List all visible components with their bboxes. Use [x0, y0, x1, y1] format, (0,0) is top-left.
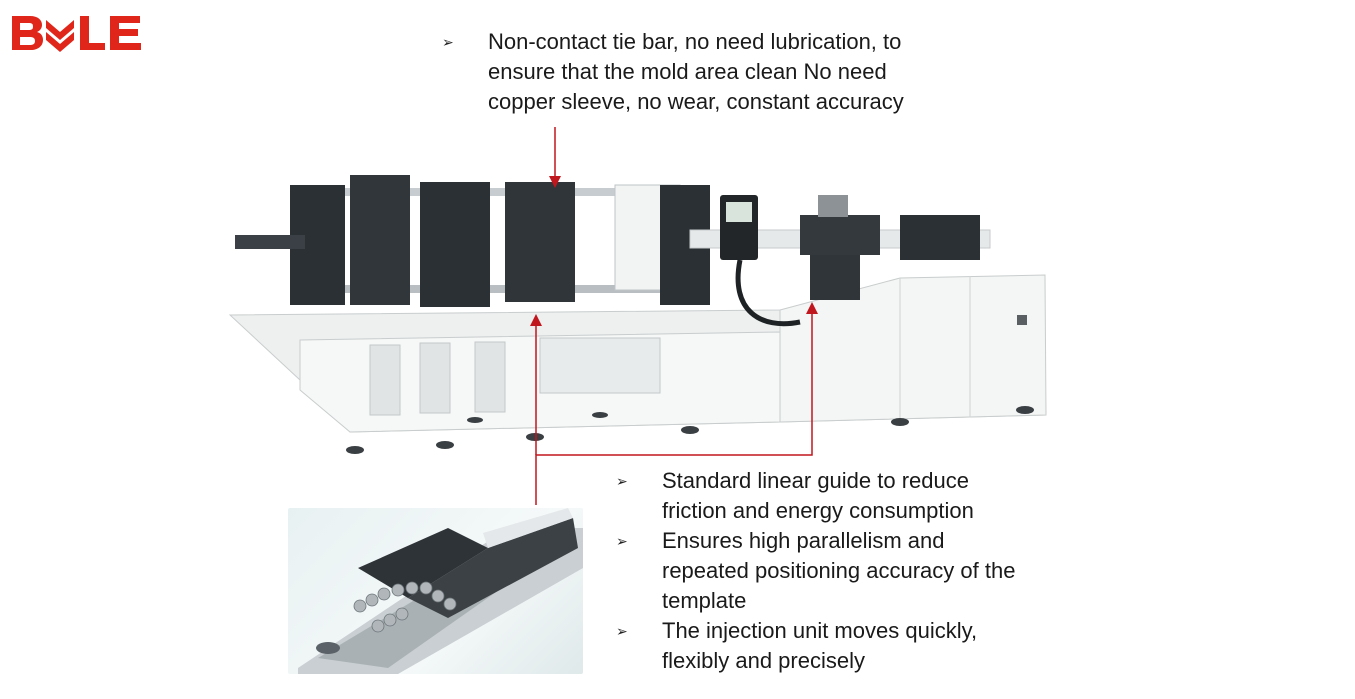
bullet-line: Non-contact tie bar, no need lubrication… [488, 29, 902, 54]
bullet-line: The injection unit moves quickly, [662, 618, 978, 643]
bullet-item: ➢ Ensures high parallelism and repeated po… [616, 526, 1086, 616]
bullet-item: ➢ Standard linear guide to reduce friction… [616, 466, 1086, 526]
bullet-item: ➢ The injection unit moves quickly, flexib… [616, 616, 1086, 676]
arrow-bullet-icon: ➢ [442, 34, 454, 50]
arrow-bullet-icon: ➢ [616, 623, 628, 639]
bullet-line: Ensures high parallelism and [662, 528, 945, 553]
bullet-line: flexibly and precisely [662, 648, 865, 673]
bullet-item: ➢ Non-contact tie bar, no need lubricatio… [442, 27, 1002, 117]
linear-guide-feature-list: ➢ Standard linear guide to reduce friction… [616, 466, 1086, 676]
injection-molding-machine [228, 175, 1047, 454]
bullet-line: ensure that the mold area clean No need [488, 59, 887, 84]
bullet-line: friction and energy consumption [662, 498, 974, 523]
bullet-line: copper sleeve, no wear, constant accurac… [488, 89, 904, 114]
bullet-line: template [662, 588, 747, 613]
linear-guide-inset [288, 508, 583, 674]
bullet-line: repeated positioning accuracy of the [662, 558, 1016, 583]
arrow-bullet-icon: ➢ [616, 473, 628, 489]
linear-guide-closeup-icon [298, 508, 583, 674]
arrow-bullet-icon: ➢ [616, 533, 628, 549]
bole-logo [12, 16, 141, 52]
tie-bar-feature-list: ➢ Non-contact tie bar, no need lubricatio… [442, 27, 1002, 117]
bullet-line: Standard linear guide to reduce [662, 468, 969, 493]
